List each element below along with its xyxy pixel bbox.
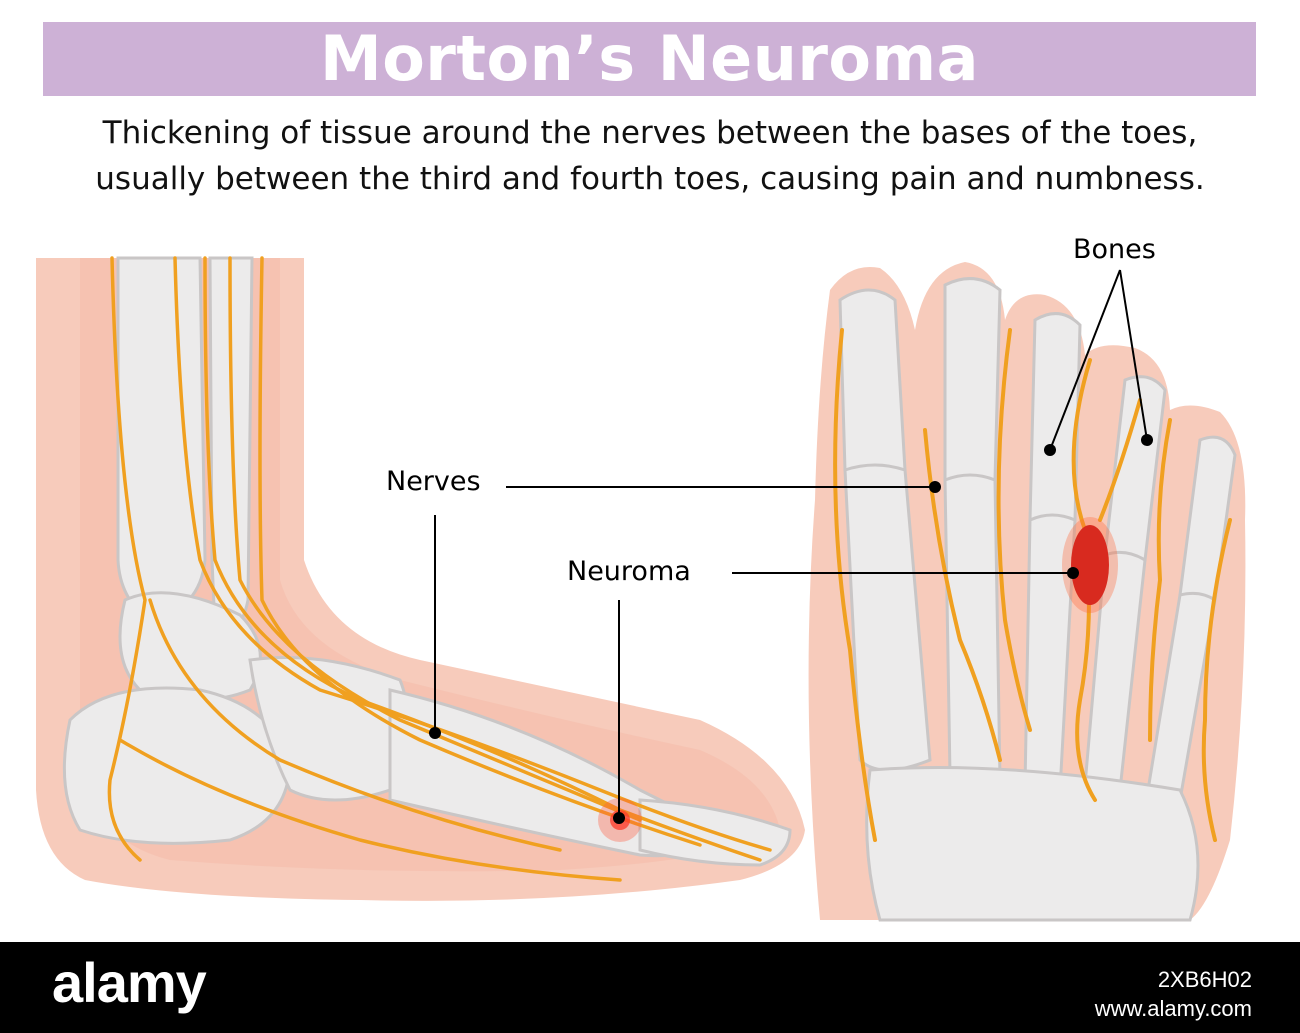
page-title: Morton’s Neuroma [320, 22, 979, 95]
footer-bar [0, 942, 1300, 1033]
leader-lines [434, 269, 1148, 818]
label-bones: Bones [1073, 234, 1156, 265]
description-line-2: usually between the third and fourth toe… [95, 161, 1205, 197]
top-toe-bones [838, 277, 1237, 606]
description: Thickening of tissue around the nerves b… [20, 110, 1280, 202]
footer-image-id: 2XB6H02 [1157, 967, 1252, 992]
footer-site: www.alamy.com [1094, 996, 1252, 1021]
label-neuroma: Neuroma [567, 556, 691, 587]
alamy-logo: alamy [52, 951, 207, 1014]
top-nerves [833, 328, 1232, 842]
title-band [43, 22, 1256, 96]
tibia [116, 256, 207, 622]
description-line-1: Thickening of tissue around the nerves b… [102, 115, 1198, 151]
top-view-foot [808, 262, 1246, 922]
label-dots [429, 434, 1153, 824]
top-tarsals [865, 766, 1200, 922]
side-view-foot [36, 256, 805, 901]
foot-illustration [36, 256, 1246, 922]
neuroma [1071, 525, 1109, 605]
side-nerves [107, 256, 772, 882]
label-nerves: Nerves [386, 466, 481, 497]
